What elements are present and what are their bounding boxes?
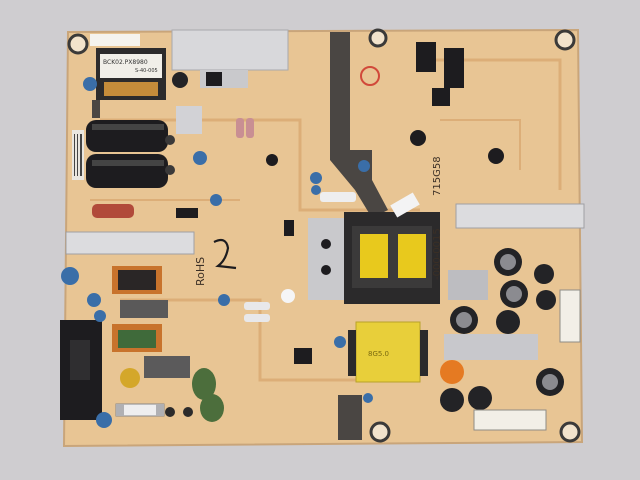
red-stamp-mark: [360, 66, 380, 86]
side-code-left: 715G58: [432, 156, 443, 196]
yellow-transformer-label: 8G5.0: [368, 350, 389, 358]
standby-transformer: [90, 34, 166, 100]
orange-capacitor: [440, 360, 464, 384]
stamp-text: RoHS: [194, 257, 207, 286]
small-components: [176, 42, 504, 364]
film-capacitor: [92, 204, 134, 218]
output-capacitors: [172, 72, 564, 412]
y-capacitors: [120, 368, 224, 422]
isolation-hatch: [92, 32, 388, 440]
main-transformer: [308, 212, 440, 304]
fuse: [115, 403, 165, 417]
right-heatsink: [444, 203, 585, 360]
mounting-holes: [67, 28, 581, 443]
common-mode-chokes: [112, 266, 190, 378]
barcode-sticker: [72, 130, 84, 180]
left-heatsink: [65, 106, 202, 255]
capacitor-tops: [456, 254, 558, 390]
bulk-capacitors: [86, 120, 175, 188]
top-heatsink: [171, 29, 289, 88]
transformer-label-top: BCK02.PX8980: [103, 59, 148, 66]
white-disc: [281, 289, 295, 303]
resistors: [236, 118, 420, 322]
ac-input-connector: [60, 320, 102, 420]
blue-ceramic-capacitors: [61, 77, 373, 428]
transformer-label-small: S-40-005: [135, 68, 158, 74]
side-code-right: -000-0015: [432, 228, 443, 280]
secondary-transformer: [348, 321, 428, 383]
handwritten-mark-stroke: [213, 238, 237, 270]
output-connector: [473, 289, 581, 431]
